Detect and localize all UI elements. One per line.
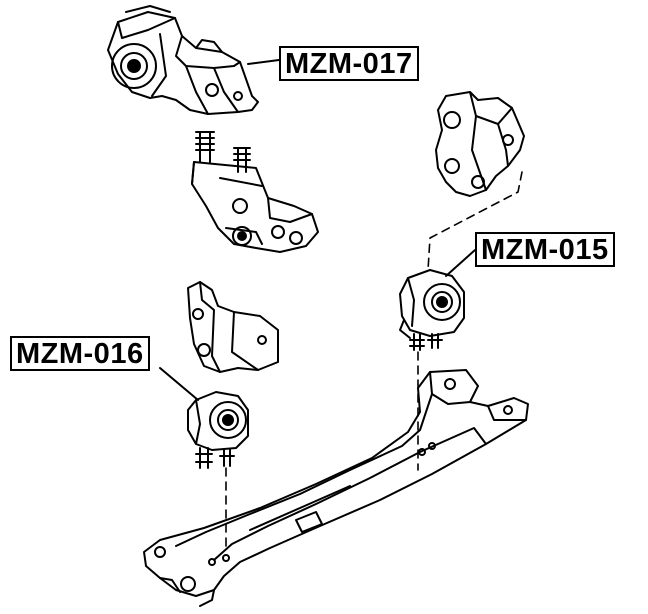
leader-line-016 [159,367,199,401]
part-label-mzm-015[interactable]: MZM-015 [475,232,615,267]
leader-line-015 [445,249,476,277]
upper-bracket-assembly [191,131,319,253]
right-engine-mount [399,269,465,351]
right-bracket [435,91,525,197]
left-engine-mount [187,391,249,469]
left-bracket [187,281,279,373]
dashed-assembly-line-right-upper [427,171,523,271]
leader-line-017 [247,59,280,65]
upper-engine-mount [107,5,259,115]
crossmember-subframe [143,369,529,607]
part-label-mzm-017[interactable]: MZM-017 [279,46,419,81]
part-label-mzm-016[interactable]: MZM-016 [10,336,150,371]
